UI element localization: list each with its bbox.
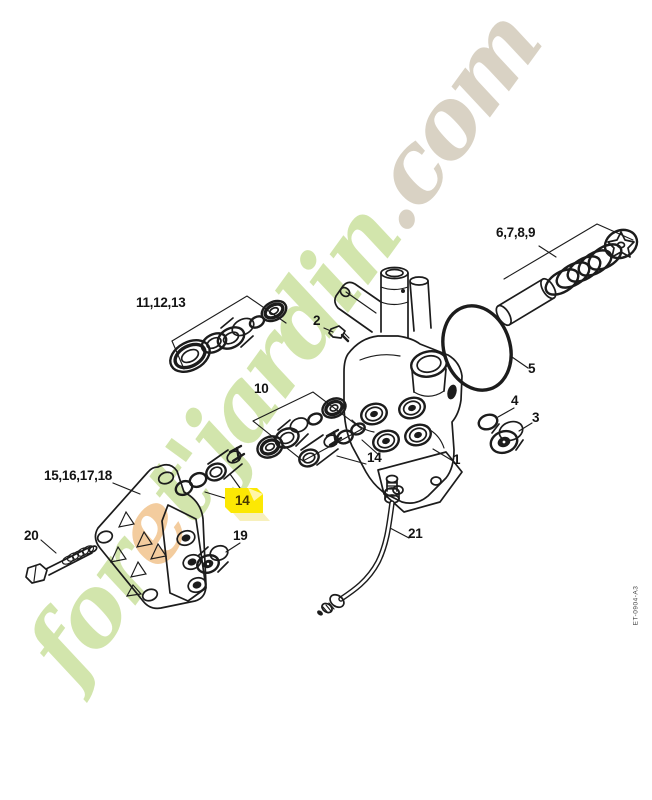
seal-kit-outer-drawing [169,295,288,374]
hose-drawing [317,474,410,616]
o-ring-large-drawing [441,304,529,392]
bracket-set-drawing [94,463,207,610]
piston-spring-set-drawing [495,223,639,327]
star-retainer-drawing [603,228,639,260]
label-part-10[interactable]: 10 [254,381,269,396]
pump-housing-drawing [334,266,463,513]
label-part-14-highlighted[interactable]: 14 [235,493,250,508]
label-part-5[interactable]: 5 [528,361,536,376]
label-part-6-7-8-9[interactable]: 6,7,8,9 [496,225,536,240]
label-part-19[interactable]: 19 [233,528,248,543]
seal-kit-inner-drawing [252,391,364,462]
label-part-11-12-13[interactable]: 11,12,13 [136,295,186,310]
label-part-1[interactable]: 1 [453,452,461,467]
label-part-3[interactable]: 3 [532,410,540,425]
plug-small-drawing [196,542,241,575]
label-part-14[interactable]: 14 [367,450,382,465]
label-part-15-16-17-18[interactable]: 15,16,17,18 [44,468,113,483]
screw-drawing [323,325,350,343]
plug-drawing [489,420,533,455]
bolt-drawing [25,539,98,584]
highlight-box[interactable] [225,488,270,521]
label-part-4[interactable]: 4 [511,393,519,408]
label-part-20[interactable]: 20 [24,528,39,543]
document-code: ET-0904-A3 [632,585,640,626]
label-part-21[interactable]: 21 [408,526,423,541]
valve-set-drawing [298,422,381,468]
label-part-2[interactable]: 2 [313,313,321,328]
o-ring-small-drawing [477,407,515,431]
